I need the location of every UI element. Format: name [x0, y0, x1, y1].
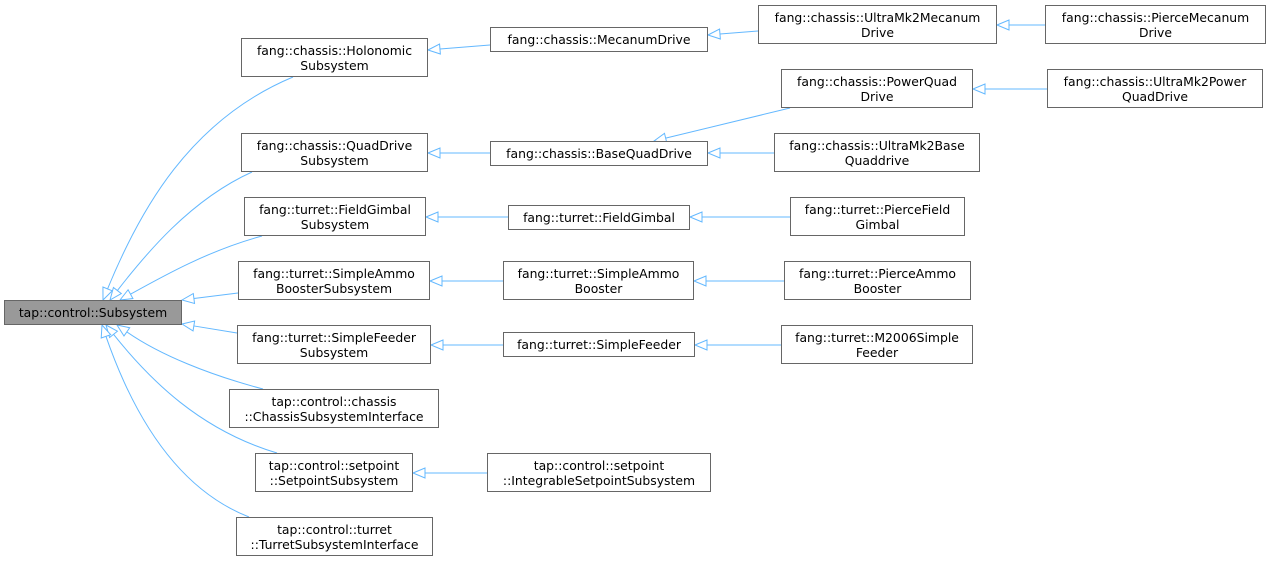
inheritance-edge-powerquad-to-basequad — [665, 107, 791, 139]
node-label: fang::turret::SimpleFeeder — [252, 329, 416, 345]
node-label: fang::turret::M2006Simple — [795, 329, 959, 345]
node-m2006-simple-feeder[interactable]: fang::turret::M2006Simple Feeder — [781, 325, 973, 364]
node-label: tap::control::setpoint — [533, 457, 665, 473]
node-label: Subsystem — [300, 216, 370, 232]
node-label: fang::chassis::UltraMk2Base — [789, 137, 965, 153]
inheritance-edge-ammosub-to-root — [193, 292, 239, 300]
node-label: fang::chassis::UltraMk2Mecanum — [774, 9, 981, 25]
node-label: Subsystem — [299, 344, 369, 360]
inheritance-arrowhead — [102, 286, 114, 302]
node-label: fang::turret::FieldGimbal — [523, 210, 675, 225]
inheritance-edge-ultramk2mecanum-to-mecanum — [719, 30, 759, 35]
node-label: tap::control::setpoint — [268, 457, 400, 473]
inheritance-arrowhead — [426, 43, 441, 55]
inheritance-edge-setpointsub-to-root — [113, 334, 278, 454]
node-ultramk2-power-quad-drive[interactable]: fang::chassis::UltraMk2Power QuadDrive — [1047, 69, 1263, 108]
inheritance-arrowhead — [118, 288, 134, 301]
node-label: Gimbal — [855, 216, 900, 232]
node-pierce-ammo-booster[interactable]: fang::turret::PierceAmmo Booster — [784, 261, 971, 300]
node-pierce-mecanum-drive[interactable]: fang::chassis::PierceMecanum Drive — [1045, 5, 1266, 44]
node-field-gimbal-subsystem[interactable]: fang::turret::FieldGimbal Subsystem — [244, 197, 426, 236]
inheritance-arrowhead — [426, 147, 441, 159]
node-label: fang::chassis::Holonomic — [256, 42, 413, 58]
node-label: fang::turret::SimpleAmmo — [253, 265, 415, 281]
node-integrable-setpoint-subsystem[interactable]: tap::control::setpoint ::IntegrableSetpo… — [487, 453, 711, 492]
inheritance-arrowhead — [692, 275, 707, 287]
inheritance-arrowhead — [429, 339, 444, 351]
inheritance-edge-mecanum-to-holonomic — [439, 44, 491, 50]
node-field-gimbal[interactable]: fang::turret::FieldGimbal — [508, 205, 690, 230]
node-label: Subsystem — [300, 57, 369, 73]
node-tap-control-subsystem: tap::control::Subsystem — [4, 300, 182, 325]
inheritance-arrowhead — [424, 211, 439, 223]
inheritance-edge-fieldgimbalsub-to-root — [130, 235, 263, 295]
node-power-quad-drive[interactable]: fang::chassis::PowerQuad Drive — [781, 69, 973, 108]
node-label: ::IntegrableSetpointSubsystem — [502, 472, 696, 488]
inheritance-edge-quaddrivesub-to-root — [116, 171, 253, 291]
node-holonomic-subsystem[interactable]: fang::chassis::Holonomic Subsystem — [241, 38, 428, 77]
node-simple-ammo-booster-subsystem[interactable]: fang::turret::SimpleAmmo BoosterSubsyste… — [238, 261, 430, 300]
inheritance-arrowhead — [428, 275, 443, 287]
inheritance-arrowhead — [180, 292, 196, 305]
node-label: tap::control::chassis — [271, 393, 397, 409]
node-quad-drive-subsystem[interactable]: fang::chassis::QuadDrive Subsystem — [241, 133, 428, 172]
node-label: Drive — [860, 88, 894, 104]
node-ultramk2-base-quaddrive[interactable]: fang::chassis::UltraMk2Base Quaddrive — [774, 133, 980, 172]
node-label: Feeder — [855, 344, 899, 360]
node-label: fang::turret::PierceAmmo — [799, 265, 956, 281]
node-mecanum-drive[interactable]: fang::chassis::MecanumDrive — [490, 27, 708, 52]
inheritance-arrowhead — [706, 28, 721, 40]
node-label: tap::control::Subsystem — [18, 305, 168, 320]
inheritance-edge-feedersub-to-root — [193, 325, 238, 334]
node-label: fang::turret::SimpleAmmo — [517, 265, 680, 281]
inheritance-arrowhead — [693, 339, 708, 351]
node-label: fang::turret::PierceField — [804, 201, 951, 217]
inheritance-arrowhead — [971, 83, 986, 95]
node-label: fang::chassis::BaseQuadDrive — [506, 146, 692, 161]
node-pierce-field-gimbal[interactable]: fang::turret::PierceField Gimbal — [790, 197, 965, 236]
node-label: fang::chassis::PowerQuad — [797, 73, 957, 89]
inheritance-edge-chassisiface-to-root — [126, 331, 264, 390]
inheritance-arrowhead — [180, 320, 196, 332]
node-label: fang::chassis::MecanumDrive — [507, 32, 691, 47]
node-setpoint-subsystem[interactable]: tap::control::setpoint ::SetpointSubsyst… — [255, 453, 413, 492]
node-label: Booster — [853, 280, 902, 296]
inheritance-arrowhead — [100, 323, 112, 339]
node-label: Quaddrive — [844, 152, 910, 168]
node-simple-feeder-subsystem[interactable]: fang::turret::SimpleFeeder Subsystem — [237, 325, 431, 364]
inheritance-arrowhead — [411, 467, 426, 479]
node-ultramk2-mecanum-drive[interactable]: fang::chassis::UltraMk2Mecanum Drive — [758, 5, 997, 44]
node-label: Booster — [574, 280, 623, 296]
node-simple-ammo-booster[interactable]: fang::turret::SimpleAmmo Booster — [503, 261, 694, 300]
inheritance-edge-holonomic-to-root — [107, 76, 294, 290]
node-label: Subsystem — [300, 152, 369, 168]
node-label: fang::chassis::QuadDrive — [256, 137, 413, 153]
inheritance-arrowhead — [995, 19, 1010, 31]
node-label: Drive — [1138, 24, 1173, 40]
node-simple-feeder[interactable]: fang::turret::SimpleFeeder — [503, 332, 695, 357]
node-label: fang::turret::SimpleFeeder — [517, 337, 681, 352]
inheritance-arrowhead — [109, 286, 123, 302]
inheritance-edge-turretiface-to-root — [105, 336, 250, 518]
inheritance-arrowhead — [688, 211, 703, 223]
node-label: ::ChassisSubsystemInterface — [244, 408, 424, 424]
node-label: ::TurretSubsystemInterface — [250, 536, 419, 552]
inheritance-arrowhead — [706, 147, 721, 159]
node-label: fang::chassis::PierceMecanum — [1061, 9, 1250, 25]
node-base-quad-drive[interactable]: fang::chassis::BaseQuadDrive — [490, 141, 708, 166]
node-label: BoosterSubsystem — [275, 280, 393, 296]
node-label: Drive — [860, 24, 895, 40]
node-chassis-subsystem-interface[interactable]: tap::control::chassis ::ChassisSubsystem… — [229, 389, 439, 428]
node-label: QuadDrive — [1121, 88, 1189, 104]
node-label: tap::control::turret — [277, 521, 392, 537]
node-label: ::SetpointSubsystem — [269, 472, 399, 488]
inheritance-arrowhead — [115, 324, 131, 337]
node-turret-subsystem-interface[interactable]: tap::control::turret ::TurretSubsystemIn… — [236, 517, 433, 556]
node-label: fang::turret::FieldGimbal — [259, 201, 411, 217]
node-label: fang::chassis::UltraMk2Power — [1063, 73, 1247, 89]
